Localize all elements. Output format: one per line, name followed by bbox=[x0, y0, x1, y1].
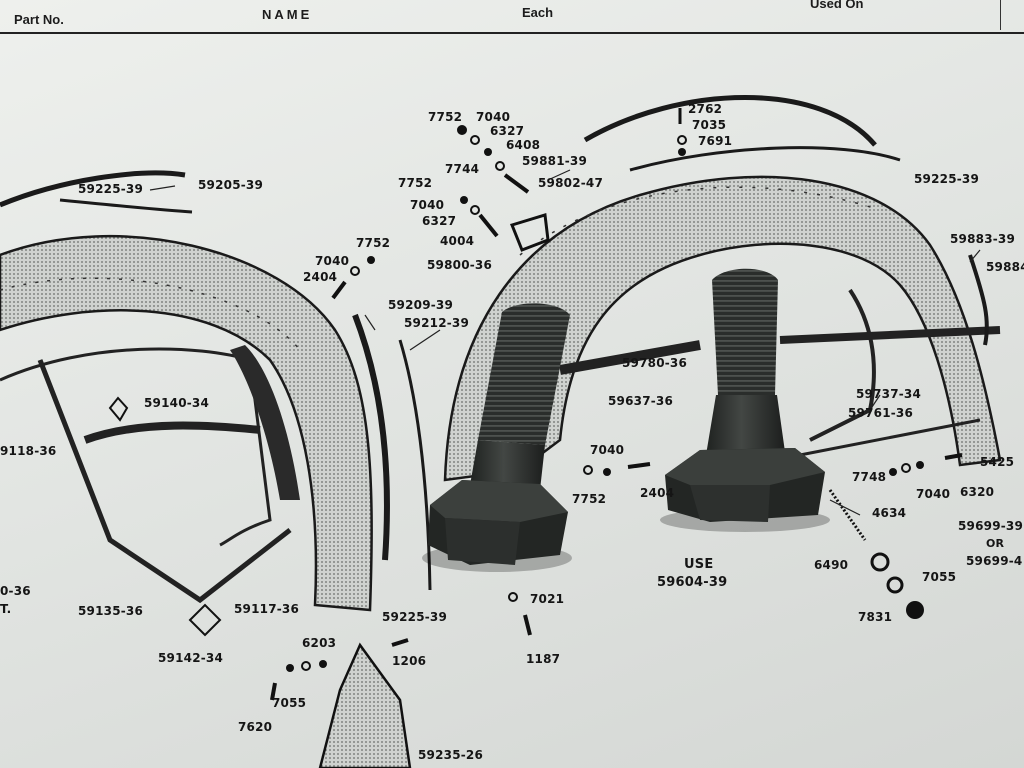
label-7831: 7831 bbox=[858, 610, 893, 624]
label-6408: 6408 bbox=[506, 138, 541, 152]
label-5988x: 59884 bbox=[986, 260, 1024, 274]
bolt-left bbox=[422, 303, 572, 572]
label-59212-39: 59212-39 bbox=[404, 316, 470, 330]
header-part-no: Part No. bbox=[14, 12, 64, 27]
header-rule bbox=[0, 32, 1024, 34]
label-59761-36: 59761-36 bbox=[848, 406, 914, 420]
label-59225-39-b: 59225-39 bbox=[914, 172, 980, 186]
label-59135-36: 59135-36 bbox=[78, 604, 144, 618]
label-59225-39-c: 59225-39 bbox=[382, 610, 448, 624]
label-59140-34: 59140-34 bbox=[144, 396, 210, 410]
mud-flap-59235 bbox=[318, 642, 412, 768]
label-59235-26: 59235-26 bbox=[418, 748, 484, 762]
label-59881-39: 59881-39 bbox=[522, 154, 588, 168]
label-7035: 7035 bbox=[692, 118, 727, 132]
header-used-on: Used On bbox=[810, 0, 864, 11]
trim-strip-59205-inner bbox=[59, 198, 193, 214]
label-59205-39: 59205-39 bbox=[198, 178, 264, 192]
label-6327-b: 6327 bbox=[422, 214, 457, 228]
label-59118-36: 9118-36 bbox=[0, 444, 57, 458]
label-7620: 7620 bbox=[238, 720, 273, 734]
column-divider bbox=[1000, 0, 1001, 30]
label-1206: 1206 bbox=[392, 654, 427, 668]
label-6490: 6490 bbox=[814, 558, 849, 572]
label-59225-39-a: 59225-39 bbox=[78, 182, 144, 196]
bracket-59802 bbox=[509, 213, 550, 252]
label-4004: 4004 bbox=[440, 234, 475, 248]
label-59737-34: 59737-34 bbox=[856, 387, 922, 401]
label-2404-b: 2404 bbox=[640, 486, 675, 500]
label-59883-39: 59883-39 bbox=[950, 232, 1016, 246]
label-59802-47: 59802-47 bbox=[538, 176, 604, 190]
label-6203: 6203 bbox=[302, 636, 337, 650]
header-each: Each bbox=[522, 5, 554, 20]
label-59637-36: 59637-36 bbox=[608, 394, 674, 408]
label-use: USE bbox=[684, 557, 714, 572]
trim-strip-inner bbox=[629, 146, 901, 172]
label-7021: 7021 bbox=[530, 592, 565, 606]
label-59699-39: 59699-39 bbox=[958, 519, 1024, 533]
trim-strip-59881 bbox=[583, 95, 877, 147]
label-59800-36: 59800-36 bbox=[427, 258, 493, 272]
trim-strip-59205 bbox=[0, 170, 186, 208]
label-7752-a: 7752 bbox=[428, 110, 463, 124]
header-name: NAME bbox=[262, 7, 313, 22]
label-59699-4: 59699-4 bbox=[966, 554, 1023, 568]
label-7691: 7691 bbox=[698, 134, 733, 148]
left-fender bbox=[0, 234, 373, 612]
label-7055-b: 7055 bbox=[272, 696, 307, 710]
label-7752-b: 7752 bbox=[398, 176, 433, 190]
label-59780-36: 59780-36 bbox=[622, 356, 688, 370]
label-7752-d: 7752 bbox=[572, 492, 607, 506]
welting-59209 bbox=[352, 313, 390, 561]
right-fender bbox=[443, 175, 1002, 482]
label-7040-a: 7040 bbox=[476, 110, 511, 124]
label-5425: 5425 bbox=[980, 455, 1015, 469]
label-or: OR bbox=[986, 537, 1005, 550]
label-59209-39: 59209-39 bbox=[388, 298, 454, 312]
label-1187: 1187 bbox=[526, 652, 561, 666]
label-2762: 2762 bbox=[688, 102, 723, 116]
label-6327-a: 6327 bbox=[490, 124, 525, 138]
label-7744: 7744 bbox=[445, 162, 480, 176]
welting-59212 bbox=[398, 339, 432, 591]
bolt-right bbox=[660, 268, 830, 532]
label-0-36: 0-36 bbox=[0, 584, 31, 598]
label-7752-c: 7752 bbox=[356, 236, 391, 250]
label-7040-d: 7040 bbox=[590, 443, 625, 457]
label-7040-c: 7040 bbox=[315, 254, 350, 268]
label-59142-34: 59142-34 bbox=[158, 651, 224, 665]
label-7748: 7748 bbox=[852, 470, 887, 484]
label-7055-a: 7055 bbox=[922, 570, 957, 584]
label-t: T. bbox=[0, 602, 12, 616]
label-4634: 4634 bbox=[872, 506, 907, 520]
label-59117-36: 59117-36 bbox=[234, 602, 300, 616]
label-2404-a: 2404 bbox=[303, 270, 338, 284]
label-59604-39: 59604-39 bbox=[657, 575, 728, 590]
label-6320: 6320 bbox=[960, 485, 995, 499]
welting-59883 bbox=[968, 254, 989, 346]
label-7040-b: 7040 bbox=[410, 198, 445, 212]
label-7040-e: 7040 bbox=[916, 487, 951, 501]
